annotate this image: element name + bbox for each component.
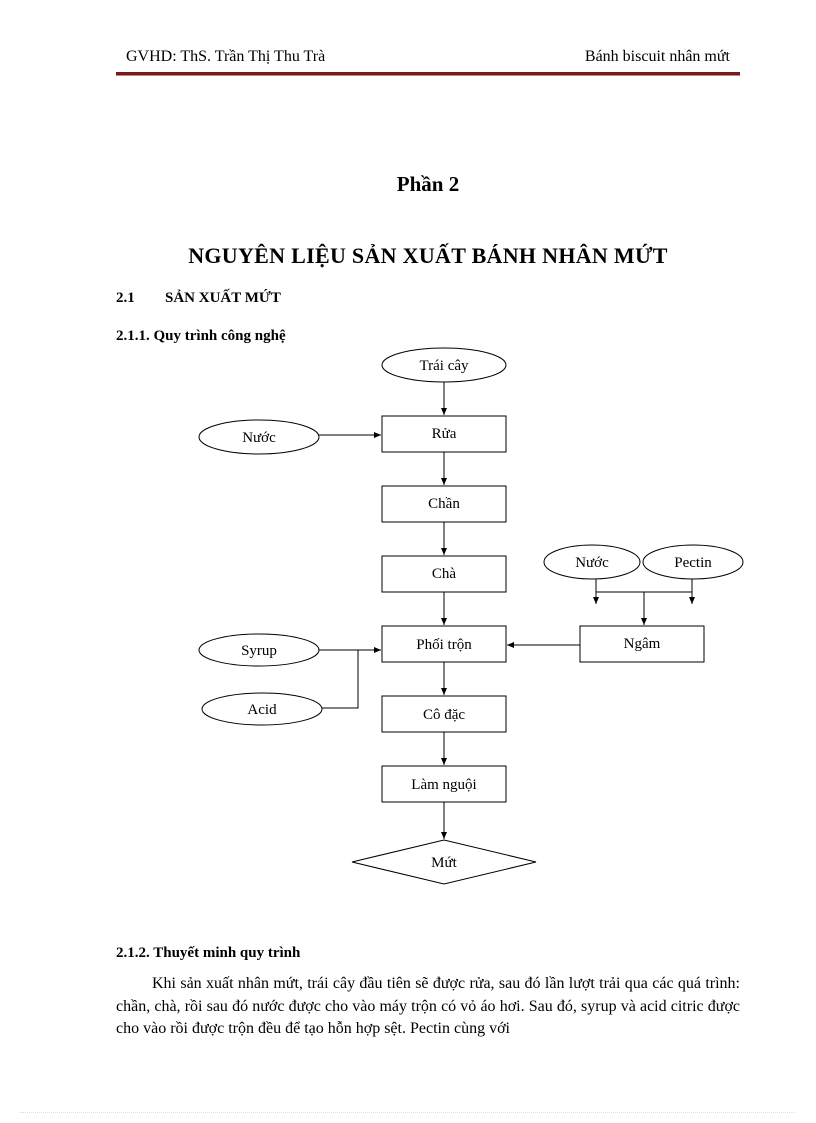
subsection-heading-2: 2.1.2. Thuyết minh quy trình <box>116 945 301 961</box>
label-syrup: Syrup <box>241 643 277 659</box>
page-bottom-divider <box>20 1112 796 1113</box>
node-water-in <box>198 419 320 455</box>
body-paragraph: Khi sản xuất nhân mứt, trái cây đầu tiên… <box>116 975 740 1037</box>
label-blanch: Chần <box>428 496 460 512</box>
label-mix: Phối trộn <box>416 637 472 653</box>
label-crush: Chà <box>432 566 457 582</box>
node-concentrate <box>381 695 507 733</box>
header-left: GVHD: ThS. Trần Thị Thu Trà <box>126 48 326 65</box>
label-product: Mứt <box>431 855 457 871</box>
node-crush <box>381 555 507 593</box>
node-blanch <box>381 485 507 523</box>
section-title: SẢN XUẤT MỨT <box>165 290 281 306</box>
label-fruit: Trái cây <box>419 358 469 374</box>
label-water-in: Nước <box>242 430 276 446</box>
label-acid: Acid <box>247 702 277 718</box>
section-number: 2.1 <box>116 290 135 306</box>
node-product <box>351 839 537 885</box>
node-acid <box>201 692 323 726</box>
label-soak: Ngâm <box>624 636 661 652</box>
label-pectin: Pectin <box>674 555 712 571</box>
node-mix <box>381 625 507 663</box>
label-cool: Làm nguội <box>411 777 476 793</box>
node-soak <box>579 625 705 663</box>
page-title: NGUYÊN LIỆU SẢN XUẤT BÁNH NHÂN MỨT <box>188 243 668 268</box>
node-wash <box>381 415 507 453</box>
label-wash: Rửa <box>432 426 457 442</box>
subsection-heading: 2.1.1. Quy trình công nghệ <box>116 328 286 344</box>
node-cool <box>381 765 507 803</box>
node-water2 <box>543 544 641 580</box>
header-right: Bánh biscuit nhân mứt <box>584 48 730 65</box>
label-water2: Nước <box>575 555 609 571</box>
header-rule <box>116 72 740 76</box>
edge-acid-join <box>322 650 359 709</box>
node-pectin <box>642 544 744 580</box>
part-heading: Phần 2 <box>396 172 460 196</box>
label-concentrate: Cô đặc <box>423 707 465 723</box>
